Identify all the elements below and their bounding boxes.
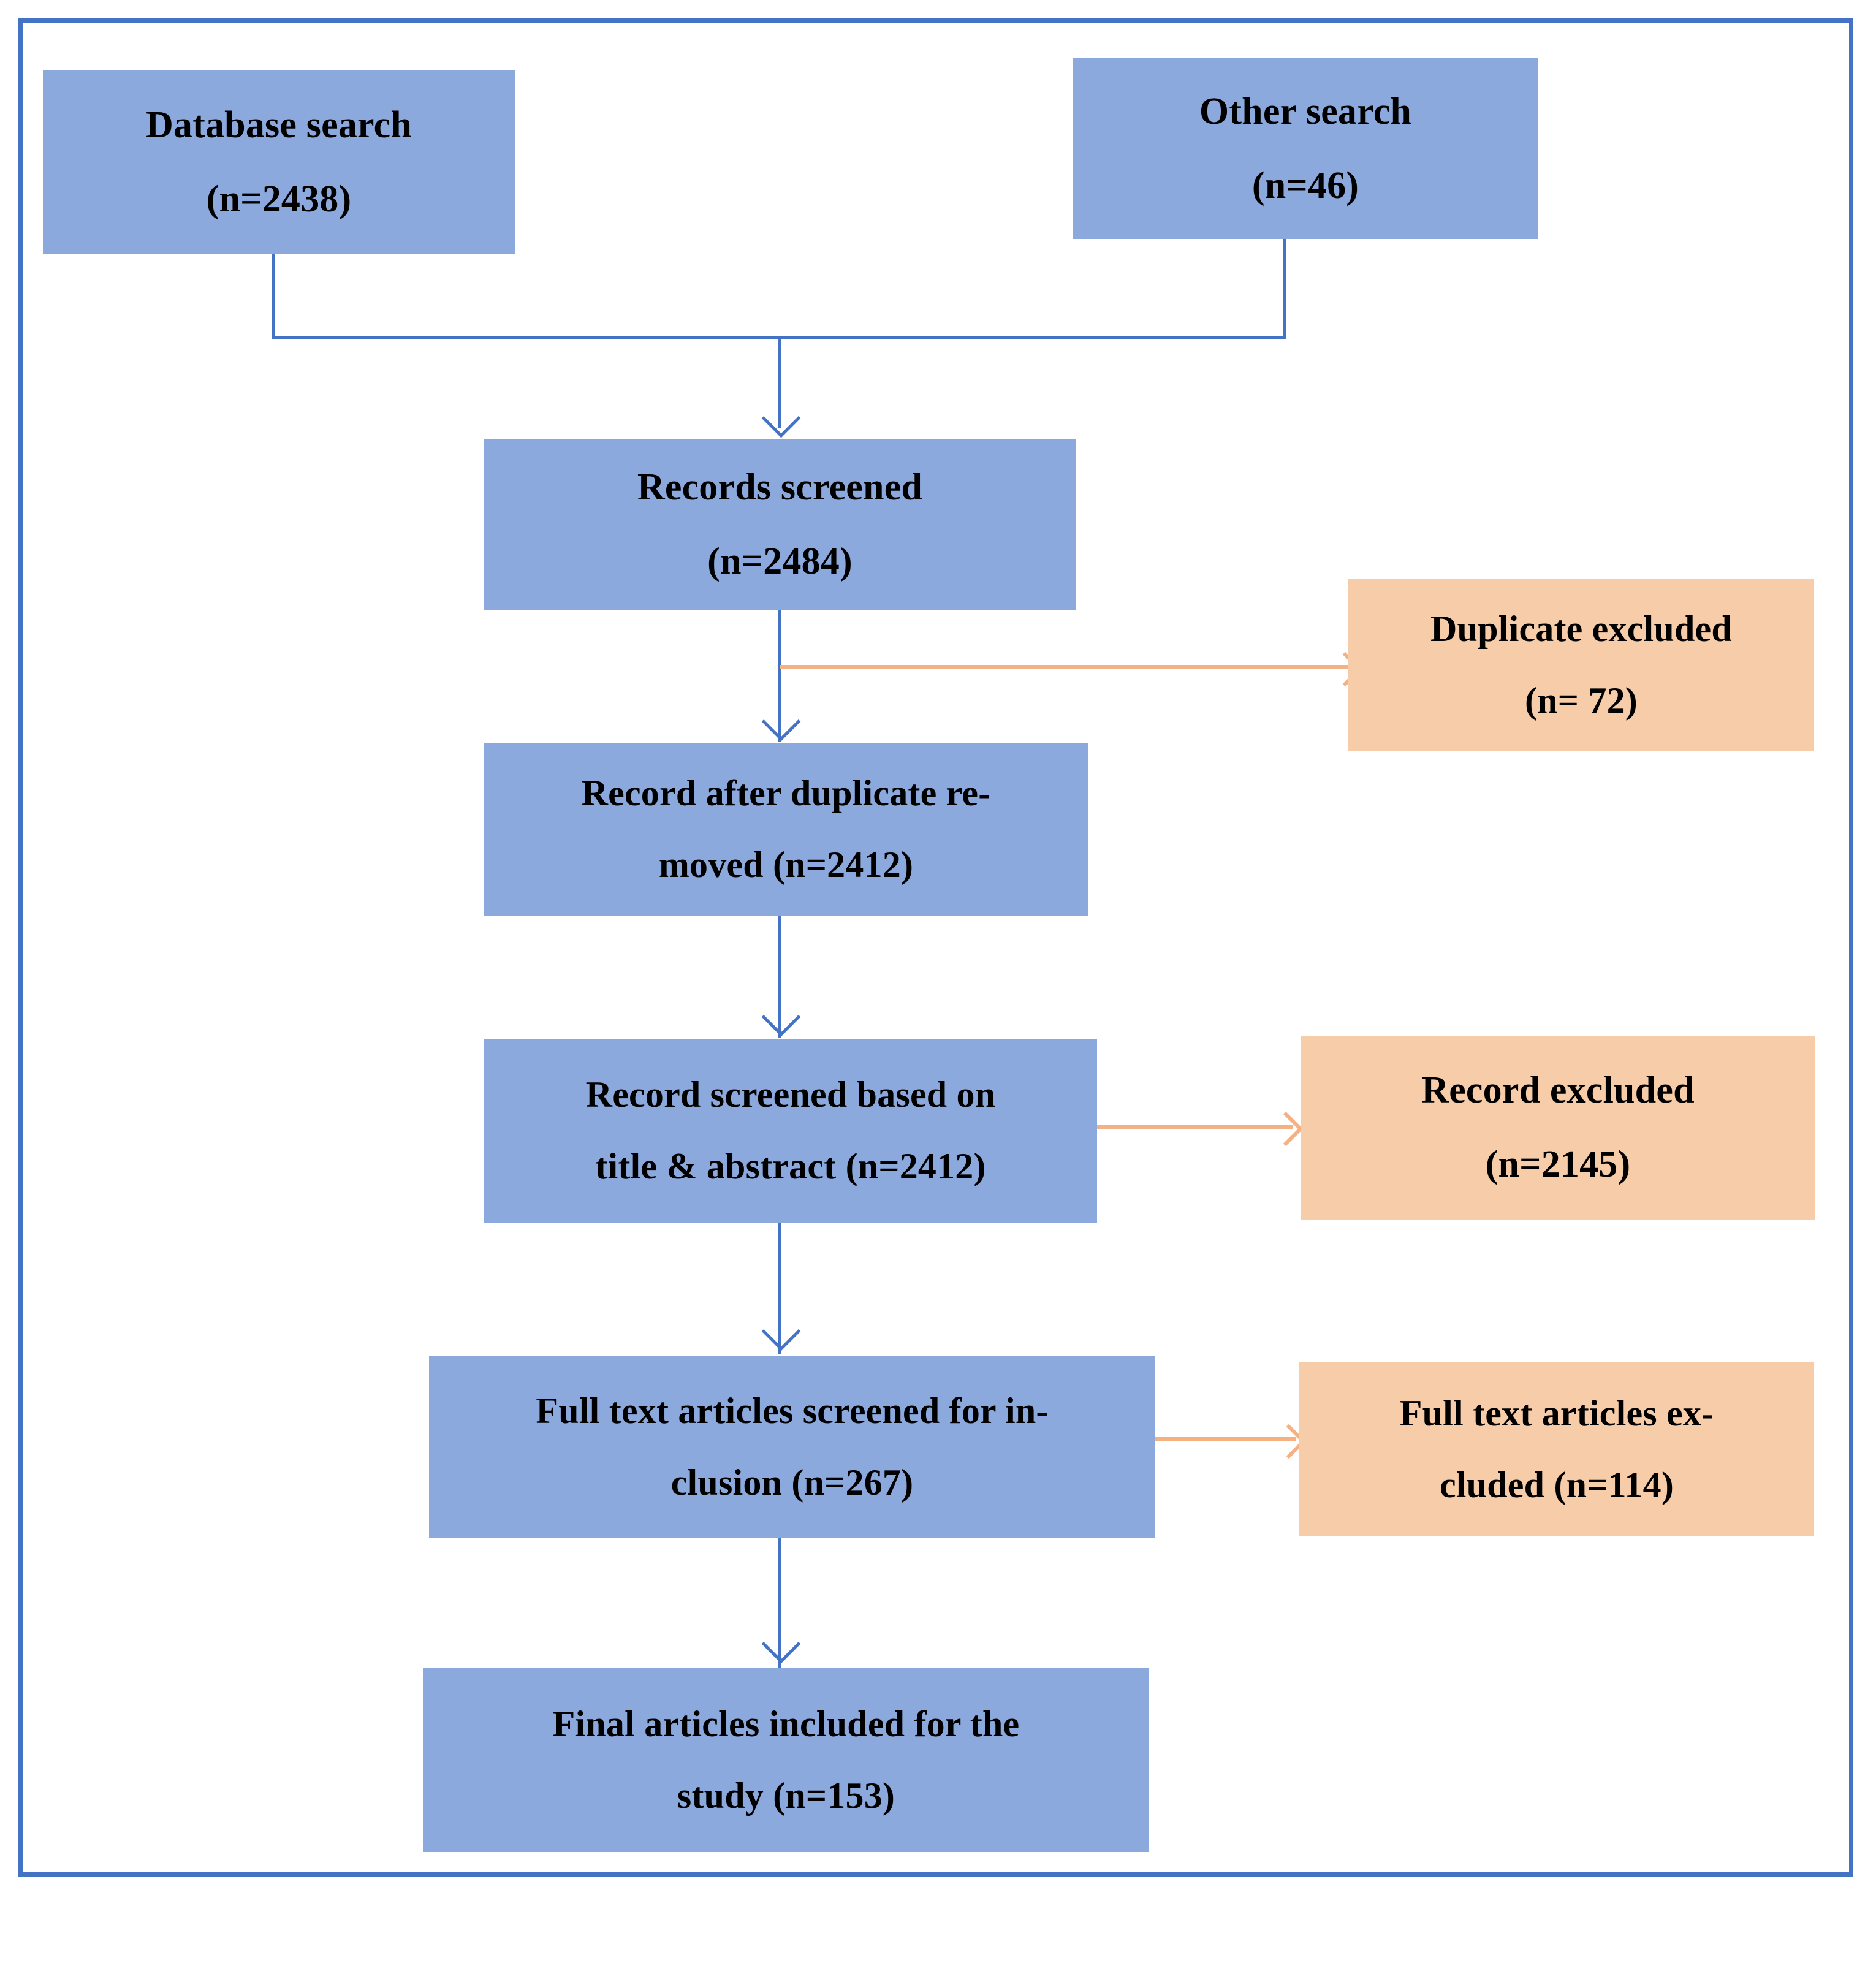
record-screened-title-label: Record screened based on xyxy=(585,1074,996,1115)
database-search-label: Database search xyxy=(145,104,412,146)
full-text-excluded-label: Full text articles ex- xyxy=(1399,1392,1714,1433)
connector-to-duplicate-excluded xyxy=(780,665,1356,669)
record-after-duplicate-label: Record after duplicate re- xyxy=(581,773,991,813)
full-text-screened-count: clusion (n=267) xyxy=(670,1462,914,1503)
connector-to-record-excluded xyxy=(1097,1125,1293,1129)
records-screened-count: (n=2484) xyxy=(707,541,853,582)
connector-merge-to-records-screened xyxy=(778,336,781,428)
node-full-text-excluded[interactable]: Full text articles ex- cluded (n=114) xyxy=(1299,1362,1814,1536)
connector-to-full-text-excluded xyxy=(1155,1437,1296,1441)
final-articles-count: study (n=153) xyxy=(677,1775,895,1816)
full-text-excluded-count: cluded (n=114) xyxy=(1439,1464,1674,1505)
records-screened-label: Records screened xyxy=(637,466,923,509)
connector-record-screened-title-down xyxy=(778,1223,781,1354)
record-after-duplicate-count: moved (n=2412) xyxy=(658,844,914,885)
duplicate-excluded-count: (n= 72) xyxy=(1525,680,1638,721)
connector-other-search-down xyxy=(1283,239,1286,338)
full-text-screened-label: Full text articles screened for in- xyxy=(536,1391,1049,1431)
node-duplicate-excluded[interactable]: Duplicate excluded (n= 72) xyxy=(1348,579,1814,751)
database-search-count: (n=2438) xyxy=(206,178,352,220)
node-records-screened[interactable]: Records screened (n=2484) xyxy=(484,439,1076,610)
node-record-after-duplicate-removed[interactable]: Record after duplicate re- moved (n=2412… xyxy=(484,743,1088,916)
node-database-search[interactable]: Database search (n=2438) xyxy=(43,70,515,254)
connector-database-search-down xyxy=(272,254,275,338)
connector-records-screened-down xyxy=(778,610,781,742)
record-excluded-count: (n=2145) xyxy=(1485,1144,1631,1185)
record-excluded-label: Record excluded xyxy=(1421,1069,1695,1112)
record-screened-title-count: title & abstract (n=2412) xyxy=(595,1146,986,1186)
other-search-count: (n=46) xyxy=(1251,164,1359,207)
other-search-label: Other search xyxy=(1199,90,1412,132)
connector-record-after-duplicate-down xyxy=(778,916,781,1038)
node-full-text-screened[interactable]: Full text articles screened for in- clus… xyxy=(429,1356,1155,1538)
node-final-articles-included[interactable]: Final articles included for the study (n… xyxy=(423,1668,1149,1852)
connector-full-text-screened-down xyxy=(778,1538,781,1670)
node-other-search[interactable]: Other search (n=46) xyxy=(1073,58,1538,239)
node-record-screened-title-abstract-box[interactable]: Record screened based on title & abstrac… xyxy=(484,1039,1097,1223)
duplicate-excluded-label: Duplicate excluded xyxy=(1430,609,1732,649)
final-articles-label: Final articles included for the xyxy=(552,1704,1020,1744)
node-record-excluded[interactable]: Record excluded (n=2145) xyxy=(1301,1036,1815,1220)
diagram-outer-border xyxy=(18,18,1853,1877)
